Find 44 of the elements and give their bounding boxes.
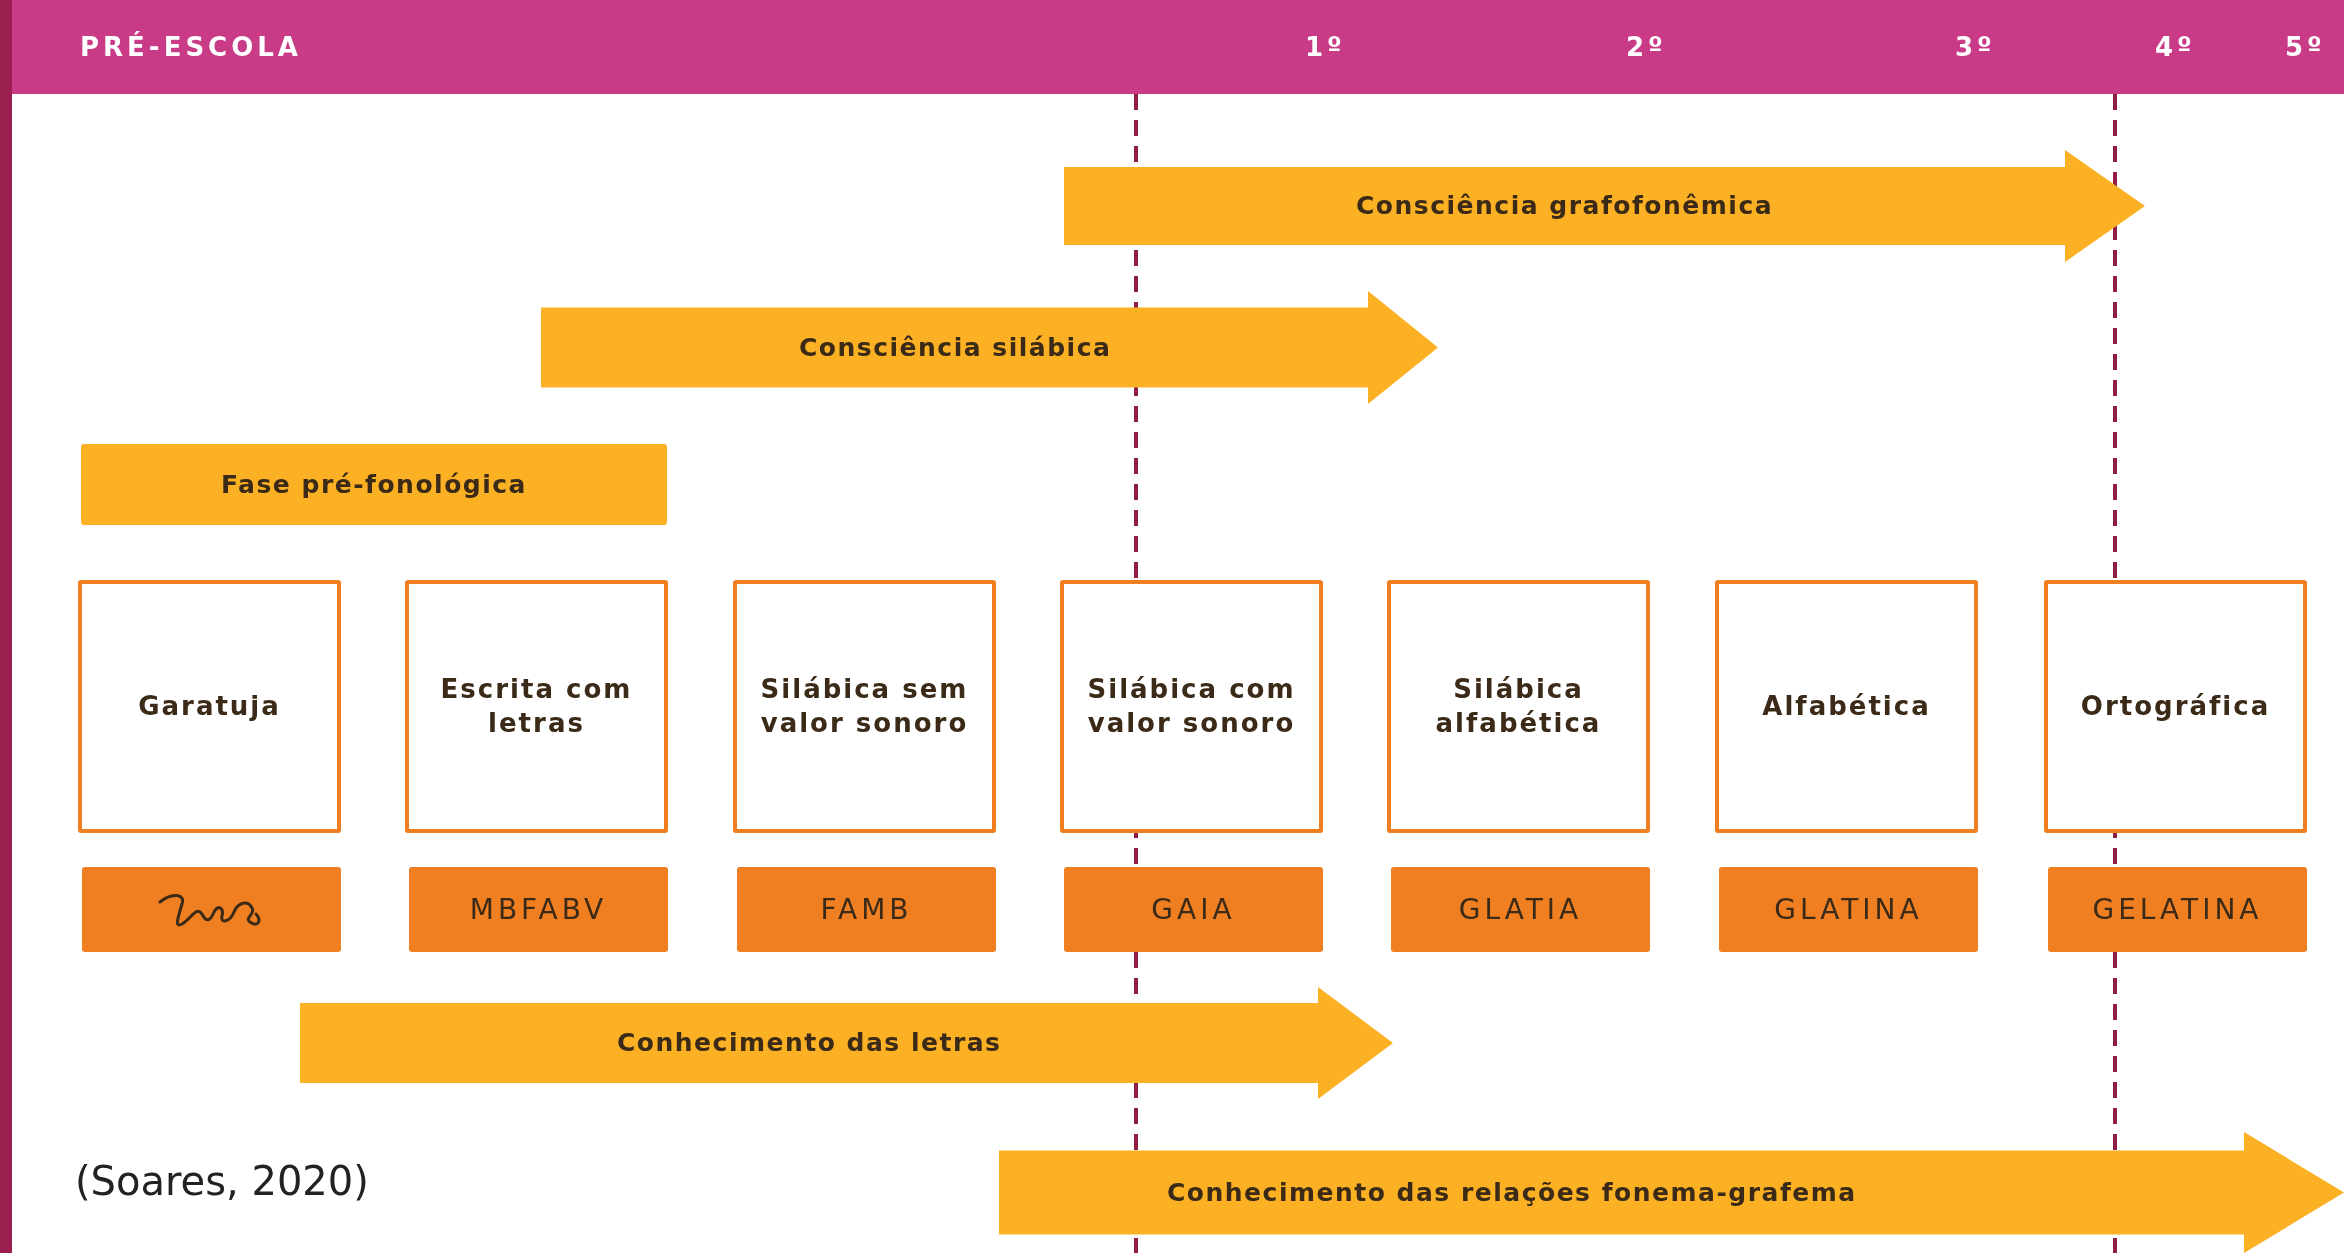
stage-label: Silábica sem valor sonoro (759, 672, 970, 740)
example-bar (1064, 867, 1323, 952)
arrow-band (999, 1132, 2344, 1253)
arrow-label: Consciência grafofonêmica (1356, 190, 1774, 222)
example-word: FAMB (820, 893, 913, 926)
arrow-label: Consciência silábica (799, 331, 1112, 364)
arrow-band (1064, 150, 2145, 262)
stage-box (1387, 580, 1650, 833)
example-word: GLATIA (1458, 893, 1583, 926)
example-bar (82, 867, 341, 952)
grade-label: 5º (2285, 31, 2326, 64)
phase-bar (81, 444, 667, 525)
stage-box (1060, 580, 1323, 833)
grade-label: 4º (2155, 31, 2196, 64)
arrow-band (541, 291, 1438, 404)
stage-box (1715, 580, 1978, 833)
example-word: GAIA (1151, 893, 1236, 926)
grade-label: 1º (1305, 31, 1346, 64)
phase-label: Fase pré-fonológica (221, 470, 527, 499)
grade-label: 3º (1955, 31, 1996, 64)
stage-label: Alfabética (1762, 689, 1931, 723)
section-heading: PRÉ-ESCOLA (80, 30, 302, 64)
arrow-label: Conhecimento das letras (617, 1027, 1002, 1059)
stage-label: Silábica com valor sonoro (1086, 672, 1297, 740)
stage-box (733, 580, 996, 833)
example-word: MBFABV (469, 893, 608, 926)
example-bar (1719, 867, 1978, 952)
example-bar (409, 867, 668, 952)
stage-label: Garatuja (138, 689, 281, 723)
example-bar (2048, 867, 2307, 952)
example-bar (737, 867, 996, 952)
stage-box (2044, 580, 2307, 833)
grade-label: 2º (1626, 31, 1667, 64)
stage-label: Escrita com letras (439, 672, 634, 740)
citation: (Soares, 2020) (75, 1158, 369, 1204)
example-word: GELATINA (2092, 893, 2263, 926)
example-bar (1391, 867, 1650, 952)
arrow-label: Conhecimento das relações fonema-grafema (1167, 1176, 1857, 1209)
arrow-band (300, 987, 1393, 1099)
stage-label: Ortográfica (2080, 689, 2271, 723)
stage-box (405, 580, 668, 833)
example-word: GLATINA (1774, 893, 1923, 926)
stage-box (78, 580, 341, 833)
stage-label: Silábica alfabética (1434, 672, 1603, 740)
